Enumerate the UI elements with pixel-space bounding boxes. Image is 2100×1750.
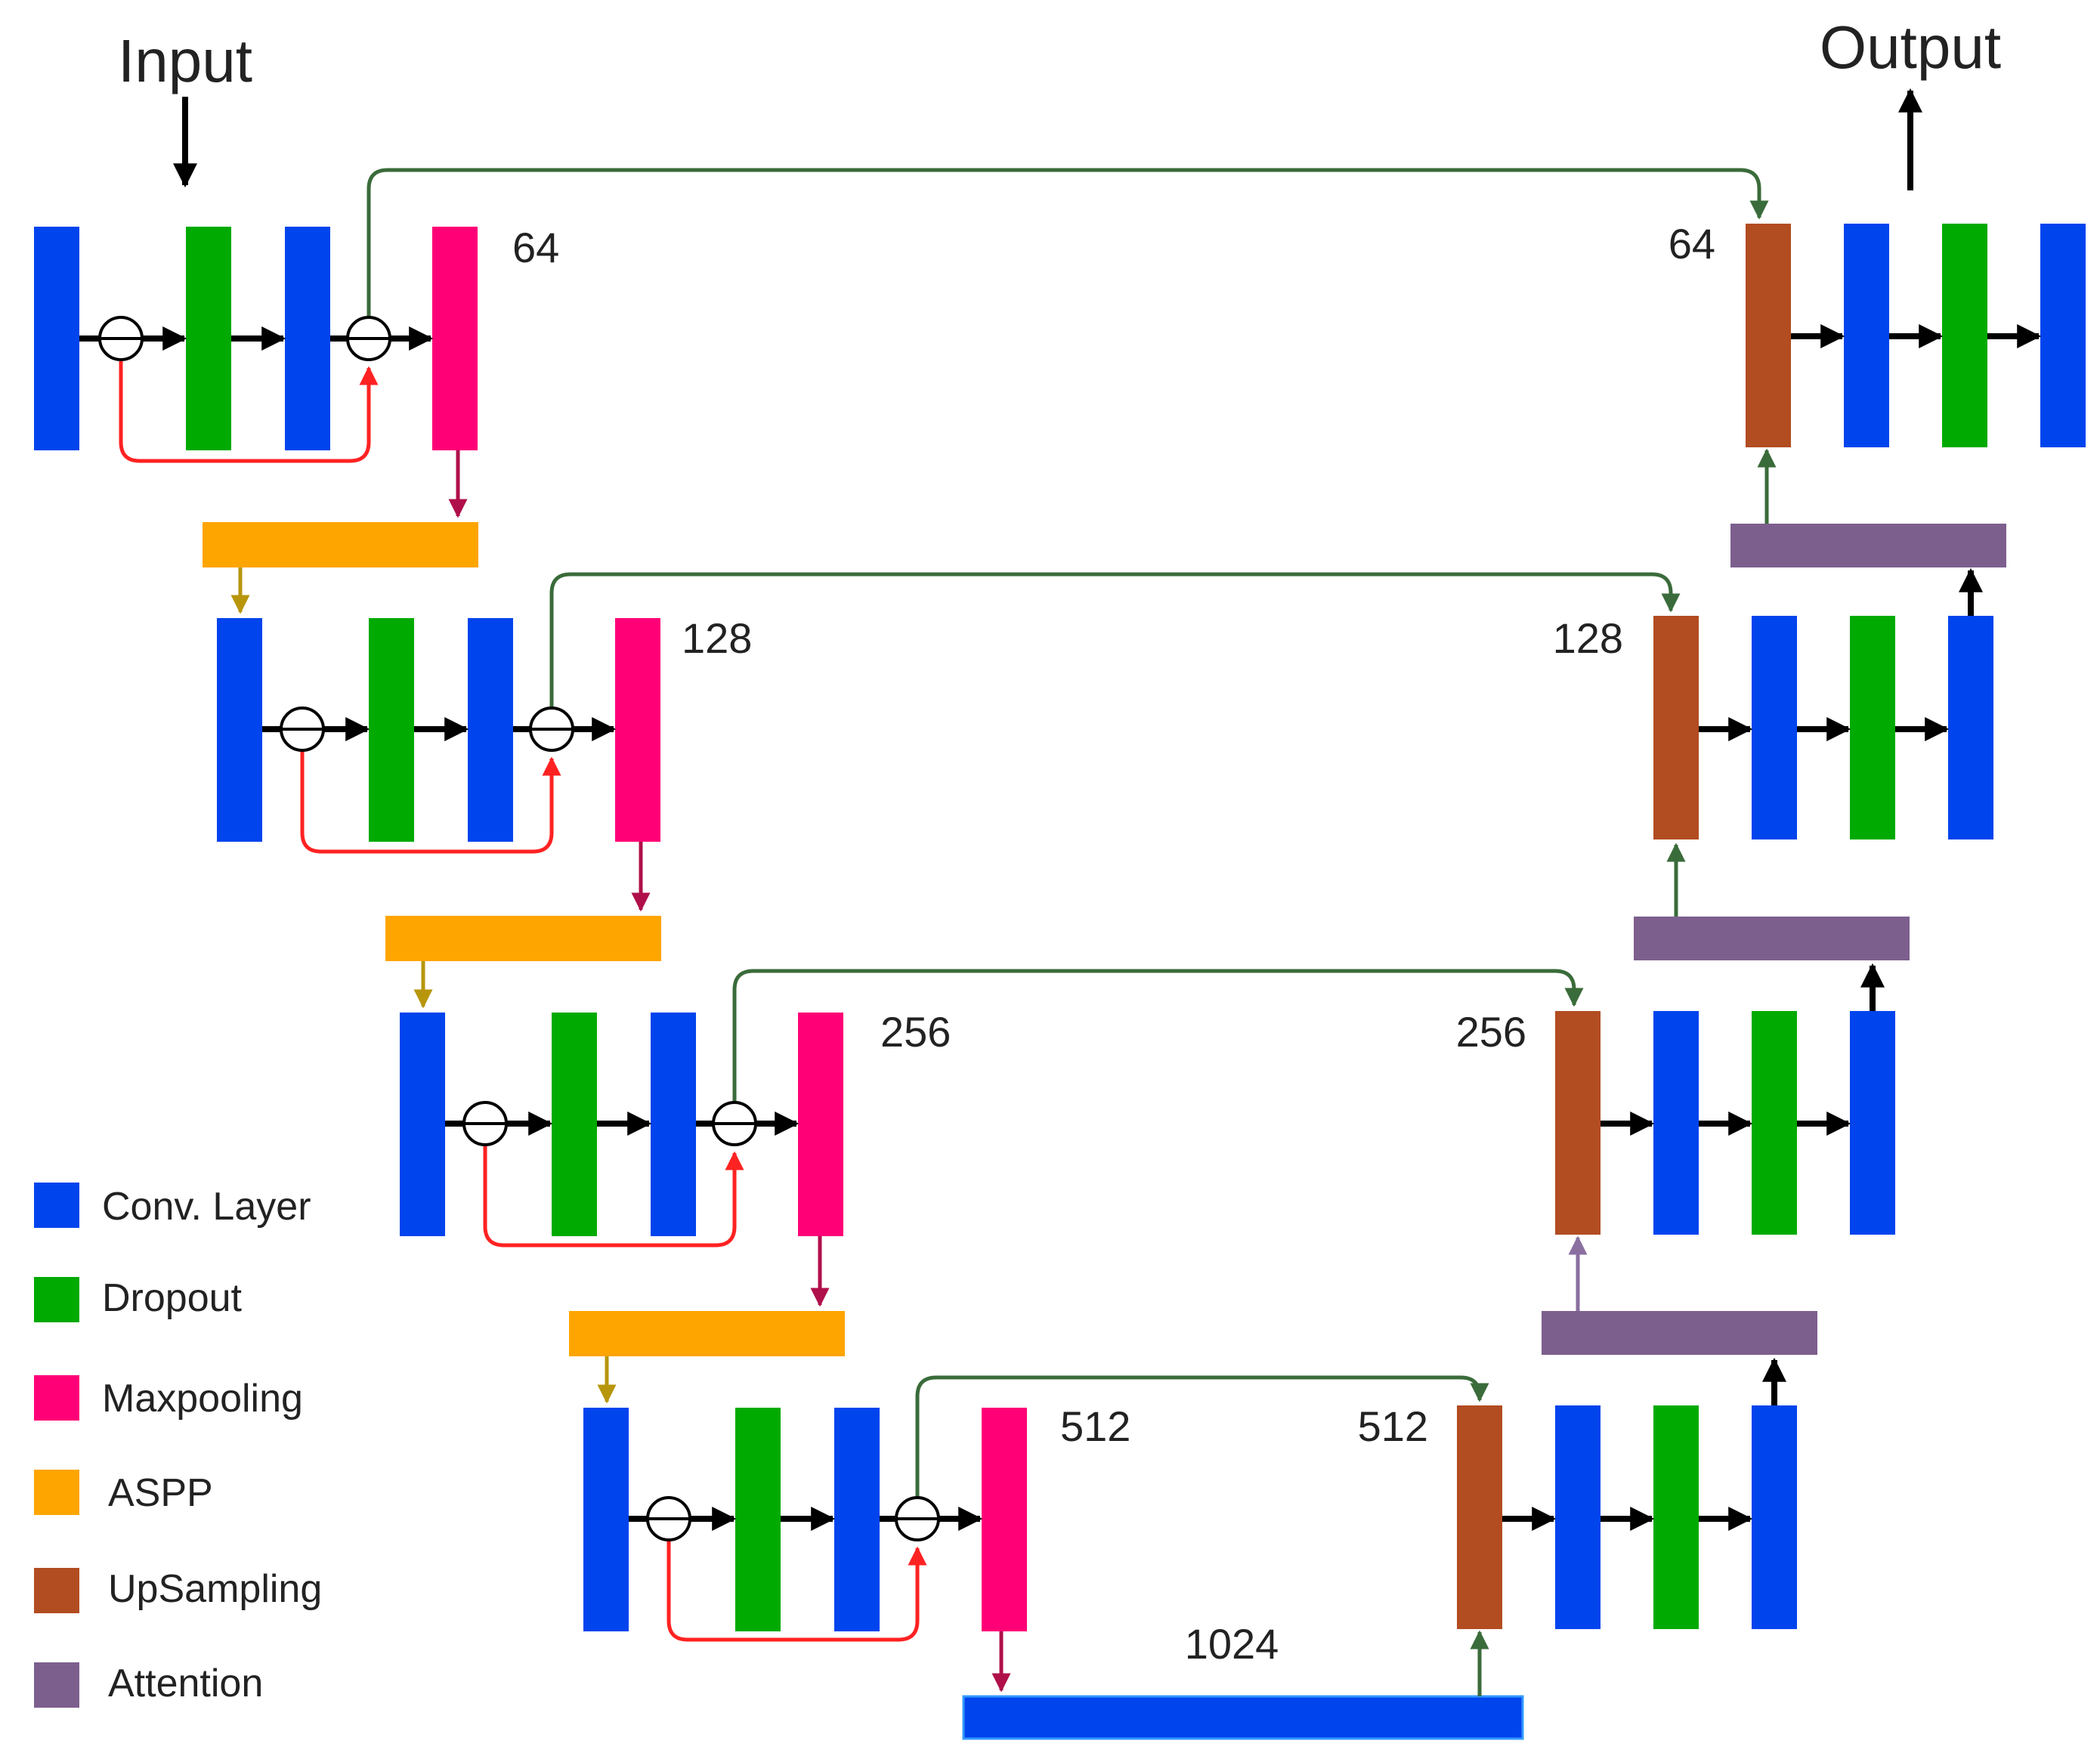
aspp-block (203, 522, 478, 567)
residual-connection-3 (483, 1140, 744, 1248)
legend: Conv. Layer Dropout Maxpooling ASPP UpSa… (34, 1183, 322, 1708)
dropout-layer (1850, 616, 1895, 839)
conv-layer (1850, 1011, 1895, 1235)
legend-item-dropout: Dropout (34, 1276, 243, 1322)
dropout-layer (1942, 224, 1987, 447)
dropout-layer (369, 618, 414, 842)
decoder-level-2 (1653, 448, 2006, 839)
legend-swatch (34, 1375, 79, 1421)
legend-label: Attention (108, 1662, 263, 1705)
legend-item-attention: Attention (34, 1662, 263, 1708)
skip-connection-512 (915, 1375, 1489, 1519)
encoder-3-channels: 256 (880, 1008, 951, 1056)
conv-layer (651, 1013, 696, 1236)
aspp-block (569, 1311, 845, 1356)
dropout-layer (1752, 1011, 1797, 1235)
bottleneck (962, 1630, 1524, 1740)
conv-layer (217, 618, 262, 842)
dropout-layer (186, 227, 231, 450)
legend-label: Conv. Layer (102, 1185, 311, 1229)
output-label: Output (1820, 14, 2001, 81)
conv-layer (834, 1408, 880, 1631)
legend-swatch (34, 1662, 79, 1708)
maxpooling-layer (798, 1013, 843, 1236)
maxpooling-layer (982, 1408, 1027, 1631)
conv-layer (2040, 224, 2086, 447)
legend-swatch (34, 1470, 79, 1515)
encoder-2-channels: 128 (682, 614, 752, 662)
skip-connection-128 (549, 572, 1681, 729)
legend-swatch (34, 1277, 79, 1322)
legend-label: UpSampling (108, 1567, 322, 1611)
decoder-level-3 (1555, 843, 1910, 1235)
channel-labels: 64 128 256 512 64 128 256 512 1024 (512, 220, 1715, 1668)
input-label: Input (118, 27, 252, 94)
legend-label: Maxpooling (102, 1377, 303, 1421)
conv-layer (468, 618, 513, 842)
io-labels: Input Output (118, 14, 2001, 190)
decoder-level-1 (1746, 224, 2086, 447)
legend-item-aspp: ASPP (34, 1470, 213, 1515)
conv-layer (583, 1408, 629, 1631)
legend-item-maxpooling: Maxpooling (34, 1375, 303, 1421)
legend-label: Dropout (102, 1276, 243, 1320)
residual-connection-4 (666, 1535, 927, 1642)
skip-connection-256 (732, 969, 1584, 1124)
attention-block (1542, 1311, 1817, 1355)
attention-block (1634, 917, 1910, 960)
upsampling-layer (1457, 1405, 1502, 1629)
conv-layer (1948, 616, 1993, 839)
attention-block (1730, 524, 2006, 567)
legend-label: ASPP (108, 1471, 213, 1515)
encoder-1-channels: 64 (512, 224, 559, 271)
maxpooling-layer (432, 227, 478, 450)
upsampling-layer (1746, 224, 1791, 447)
legend-swatch (34, 1183, 79, 1228)
dropout-layer (1653, 1405, 1699, 1629)
conv-layer (400, 1013, 445, 1236)
encoder-level-4 (583, 1408, 1027, 1693)
legend-item-conv-layer: Conv. Layer (34, 1183, 311, 1229)
decoder-2-channels: 128 (1553, 614, 1623, 662)
conv-layer (1555, 1405, 1601, 1629)
conv-layer (285, 227, 330, 450)
conv-layer (1844, 224, 1889, 447)
upsampling-layer (1555, 1011, 1601, 1235)
conv-layer (1752, 1405, 1797, 1629)
dropout-layer (735, 1408, 781, 1631)
conv-layer (1653, 1011, 1699, 1235)
decoder-level-4 (1457, 1235, 1817, 1629)
dropout-layer (552, 1013, 597, 1236)
legend-swatch (34, 1568, 79, 1613)
decoder-3-channels: 256 (1456, 1008, 1526, 1056)
encoder-level-2 (217, 618, 661, 1009)
decoder-1-channels: 64 (1669, 220, 1715, 267)
conv-layer (1752, 616, 1797, 839)
skip-connections (366, 168, 1769, 1519)
residual-connection-1 (119, 355, 379, 463)
maxpooling-layer (615, 618, 660, 842)
encoder-level-1 (34, 227, 478, 614)
legend-item-upsampling: UpSampling (34, 1567, 322, 1613)
residual-connection-2 (300, 746, 561, 854)
bottleneck-channels: 1024 (1185, 1620, 1279, 1668)
decoder-4-channels: 512 (1358, 1402, 1428, 1450)
residual-connections (119, 355, 927, 1642)
upsampling-layer (1653, 616, 1699, 839)
bottleneck-conv-layer (962, 1695, 1524, 1740)
skip-connection-64 (366, 168, 1769, 339)
encoder-level-3 (400, 1013, 845, 1404)
conv-layer (34, 227, 79, 450)
aspp-block (385, 916, 661, 961)
encoder-4-channels: 512 (1060, 1402, 1130, 1450)
